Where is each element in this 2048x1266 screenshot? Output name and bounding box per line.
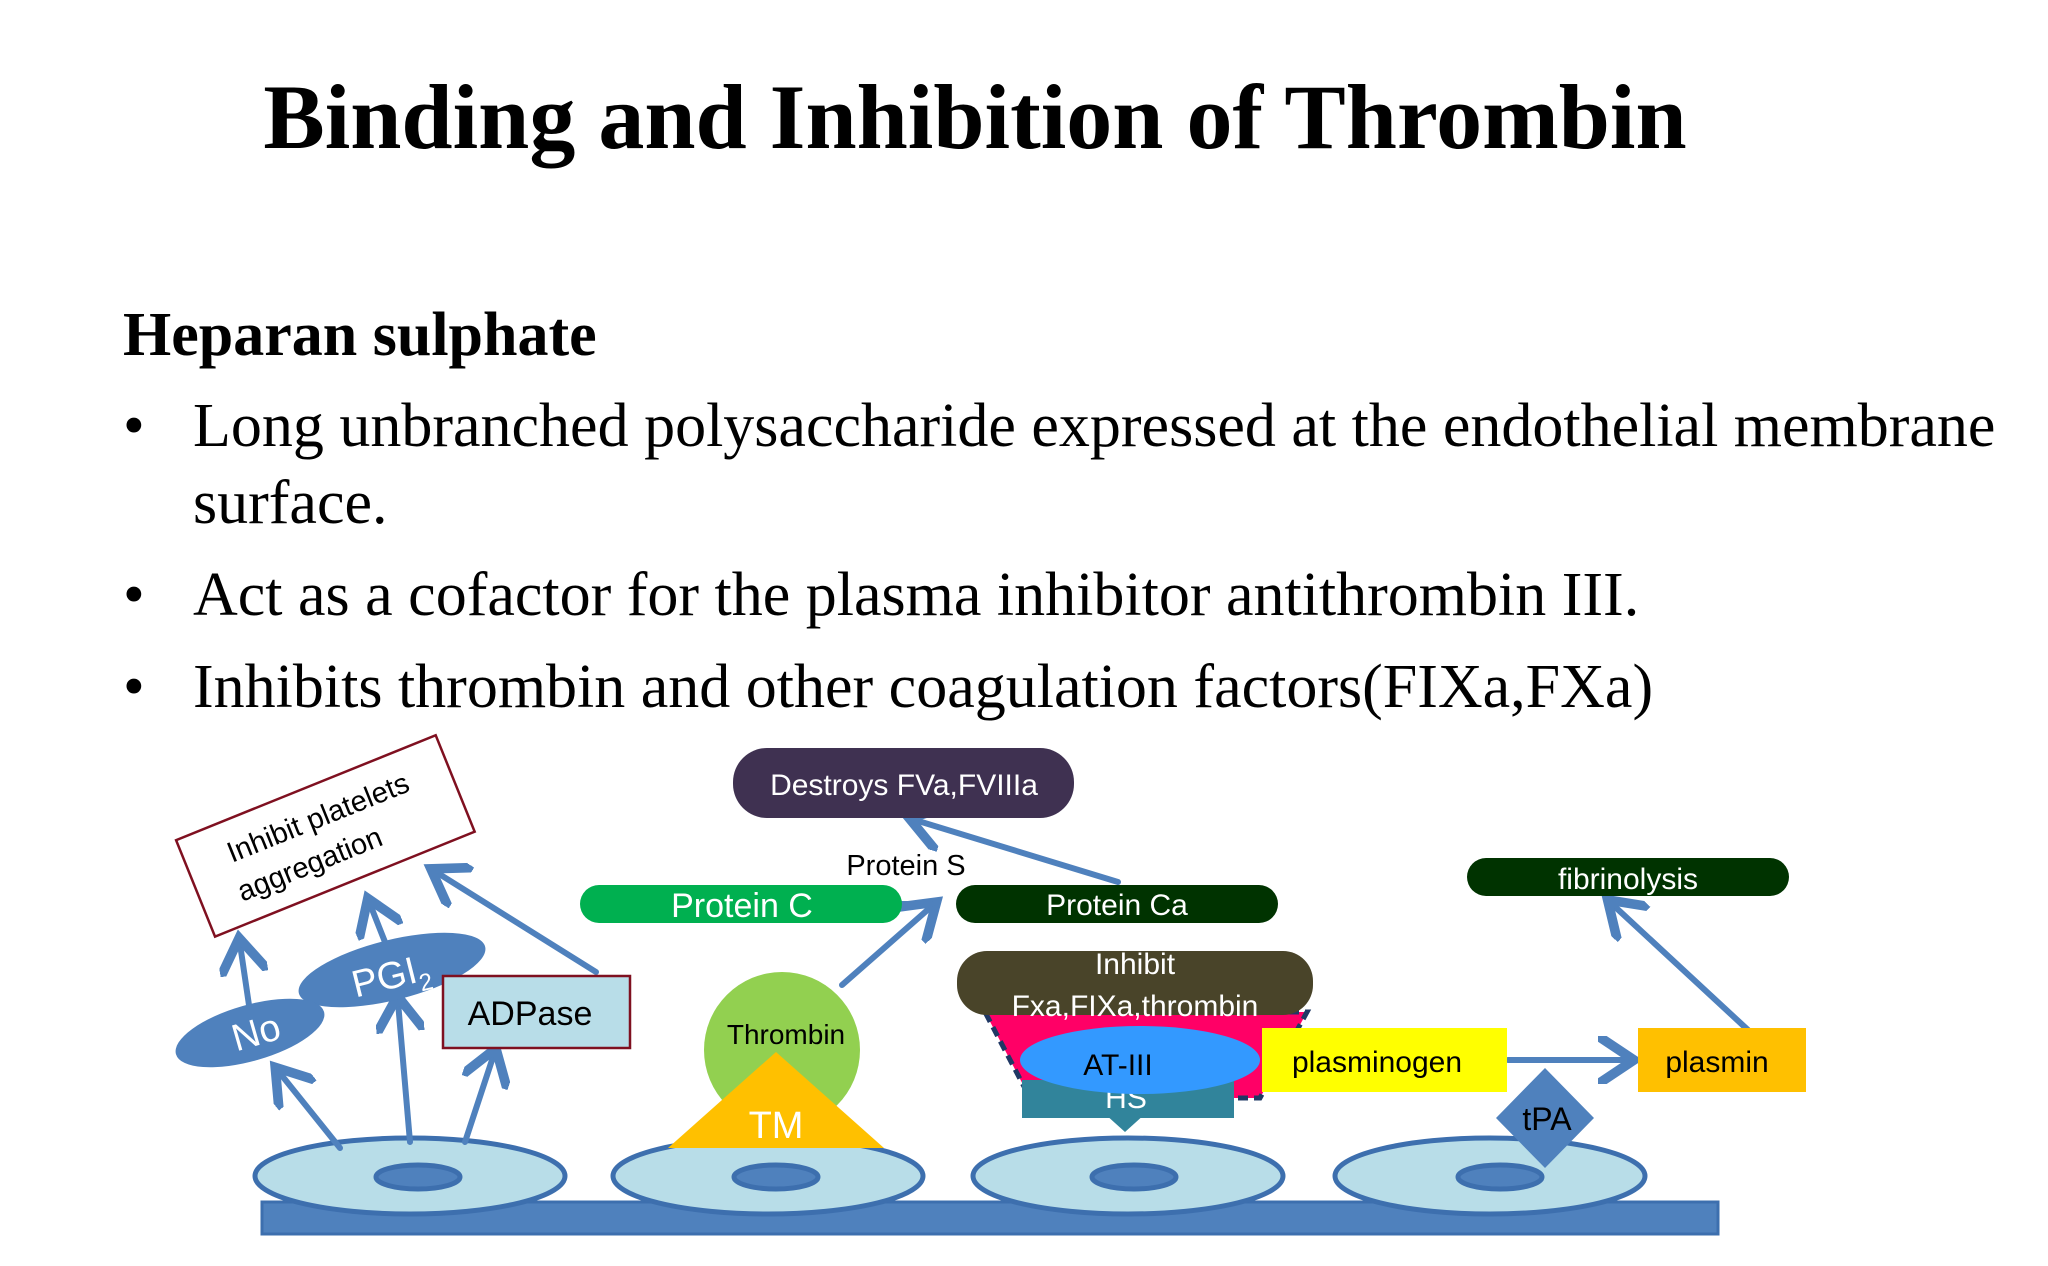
arrow-plasmin-to-fibrinolysis: [1612, 904, 1751, 1033]
plasmin-label: plasmin: [1665, 1046, 1768, 1079]
hs-pointer: [1105, 1114, 1145, 1132]
adpase-label: ADPase: [468, 995, 593, 1033]
endothelial-cell-4: [1332, 1135, 1648, 1217]
plasmin-box: plasmin: [1638, 1028, 1806, 1092]
endothelial-cell-1: [252, 1135, 568, 1217]
protein-ca-label: Protein Ca: [1046, 889, 1188, 922]
cell-nucleus: [1089, 1162, 1179, 1192]
endothelial-cell-3: [970, 1135, 1286, 1217]
inhibit-label-line2: Fxa,FIXa,thrombin: [1012, 990, 1259, 1023]
at3-ellipse: [1020, 1026, 1260, 1094]
inhibit-label-line1: Inhibit: [1095, 948, 1176, 981]
arrow-cell-to-adpase: [465, 1054, 494, 1145]
bullet-text-1: Long unbranched polysaccharide expressed…: [193, 392, 1996, 537]
protein-s-label: Protein S: [846, 850, 965, 882]
bullet-item-2: • Act as a cofactor for the plasma inhibi…: [123, 557, 2003, 634]
protein-c-pill: Protein C: [580, 885, 902, 925]
bullet-text-2: Act as a cofactor for the plasma inhibit…: [193, 561, 1640, 629]
arrow-no-to-inhibit: [240, 944, 250, 1015]
protein-ca-pill: Protein Ca: [956, 885, 1278, 923]
thrombin-tm-complex: Thrombin TM: [668, 972, 884, 1148]
cell-nucleus: [373, 1162, 463, 1192]
arrow-thrombin-to-protein-ca: [839, 906, 932, 988]
cell-nucleus: [731, 1162, 821, 1192]
bullet-list: • Long unbranched polysaccharide expresse…: [123, 388, 2003, 741]
tpa-diamond: tPA: [1496, 1068, 1594, 1168]
no-molecule: No: [175, 998, 325, 1068]
protein-c-label: Protein C: [671, 887, 813, 925]
pgi2-subscript: 2: [416, 968, 435, 997]
inhibit-platelets-box: Inhibit platelets aggregation: [174, 733, 477, 939]
plasminogen-box: plasminogen: [1262, 1028, 1507, 1092]
bullet-dot: •: [123, 392, 145, 460]
tpa-label: tPA: [1522, 1101, 1572, 1137]
fibrinolysis-pill: fibrinolysis: [1467, 858, 1789, 896]
section-heading: Heparan sulphate: [123, 301, 597, 369]
hs-antithrombin-complex: HS AT-III Inhibit Fxa,FIXa,thrombin: [957, 948, 1313, 1132]
thrombin-label: Thrombin: [727, 1019, 845, 1050]
tm-label: TM: [749, 1105, 804, 1147]
cell-nucleus: [1455, 1162, 1545, 1192]
bullet-dot: •: [123, 561, 145, 629]
at3-label: AT-III: [1083, 1049, 1152, 1082]
bullet-item-1: • Long unbranched polysaccharide expresse…: [123, 388, 2003, 542]
adpase-box: ADPase: [441, 974, 632, 1050]
arrow-protein-ca-to-destroys: [915, 820, 1121, 885]
endothelial-cell-2: [610, 1135, 926, 1217]
bullet-item-3: • Inhibits thrombin and other coagulation…: [123, 649, 2003, 726]
destroys-label: Destroys FVa,FVIIIa: [770, 769, 1038, 802]
bullet-dot: •: [123, 653, 145, 721]
slide-title: Binding and Inhibition of Thrombin: [263, 66, 1687, 168]
tm-triangle: [668, 1052, 884, 1148]
fibrinolysis-label: fibrinolysis: [1558, 863, 1698, 896]
arrow-adpase-to-inhibit: [436, 872, 599, 975]
plasminogen-label: plasminogen: [1292, 1046, 1462, 1079]
arrow-pgi-to-inhibit: [370, 904, 385, 945]
destroys-pill: Destroys FVa,FVIIIa: [733, 748, 1074, 818]
inhibit-box: [957, 951, 1313, 1015]
bullet-text-3: Inhibits thrombin and other coagulation …: [193, 653, 1654, 721]
arrow-cell-to-pgi: [398, 1002, 410, 1145]
arrow-cell-to-no: [279, 1072, 343, 1151]
